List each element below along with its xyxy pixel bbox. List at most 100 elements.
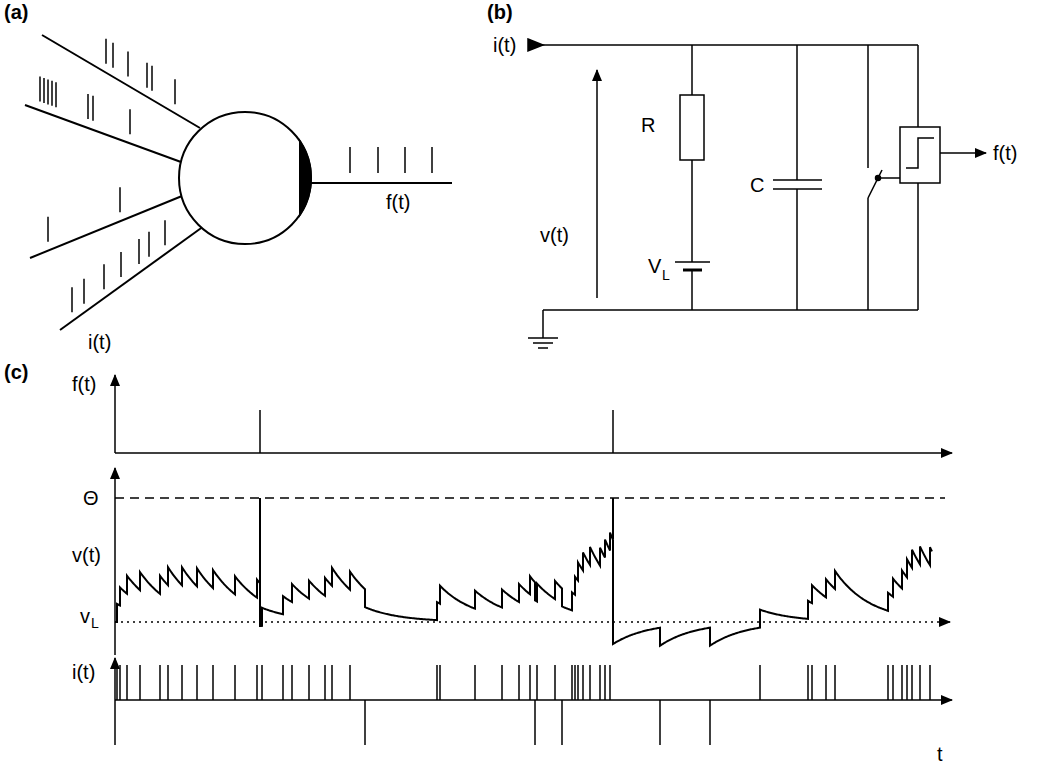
input-spike	[929, 665, 931, 700]
axis-name: v(t)	[72, 545, 101, 565]
battery-symbol	[675, 261, 710, 263]
input-spike	[196, 665, 198, 700]
input-spike	[119, 665, 121, 700]
input-spike	[554, 665, 556, 700]
signal-name: i(t)	[493, 35, 516, 55]
panel-letter: (b)	[487, 2, 513, 22]
input-spike	[148, 232, 150, 257]
panel-letter: (a)	[4, 2, 28, 22]
input-spike	[436, 665, 438, 700]
component-name: V	[648, 256, 661, 276]
input-spike	[127, 52, 129, 77]
top-wire	[528, 44, 918, 46]
input-spike	[43, 78, 45, 103]
input-spike	[87, 94, 89, 119]
input-spikes	[117, 665, 930, 745]
threshold-box	[900, 127, 940, 183]
wire	[691, 270, 693, 310]
wire	[917, 183, 919, 310]
wire	[796, 45, 798, 180]
input-spike	[39, 76, 41, 101]
input-spike	[561, 700, 563, 745]
threshold-name: Θ	[83, 488, 99, 508]
ground-symbol	[528, 337, 558, 339]
signal-name: v(t)	[540, 225, 569, 245]
input-spike	[709, 700, 711, 745]
input-spike	[911, 665, 913, 700]
axis	[114, 658, 116, 745]
input-spike	[47, 79, 49, 104]
input-spike	[604, 665, 606, 700]
axis-name: i(t)	[72, 662, 95, 682]
input-spike	[129, 109, 131, 134]
input-spike	[659, 700, 661, 745]
input-spike	[501, 665, 503, 700]
switch-symbol	[868, 170, 882, 198]
output-arrow	[940, 152, 986, 154]
input-spike	[324, 665, 326, 700]
rest-line	[115, 621, 950, 623]
input-spike	[474, 665, 476, 700]
threshold-line	[115, 497, 945, 499]
wire	[917, 45, 919, 127]
output-spikes	[350, 147, 432, 173]
input-spike	[174, 79, 176, 104]
input-spike	[901, 665, 903, 700]
dendrite	[25, 105, 181, 162]
input-spike	[151, 66, 153, 91]
input-spike	[126, 665, 128, 700]
output-spike	[404, 147, 406, 173]
bottom-wire	[543, 309, 918, 311]
wire	[796, 189, 798, 310]
ground-wire	[542, 310, 544, 338]
input-spike	[439, 665, 441, 700]
ground-symbol	[538, 347, 548, 349]
axon-line	[310, 182, 452, 184]
input-spike	[256, 665, 258, 700]
input-spike	[349, 665, 351, 700]
output-spike	[259, 410, 261, 453]
input-spike	[834, 665, 836, 700]
input-spike	[120, 252, 122, 277]
input-spike	[71, 287, 73, 312]
input-spike	[331, 665, 333, 700]
input-spike	[234, 665, 236, 700]
input-spike	[291, 665, 293, 700]
capacitor-symbol	[773, 179, 822, 181]
input-spike	[534, 700, 536, 745]
current-arrow	[528, 39, 543, 51]
step-symbol	[906, 138, 934, 168]
panel-letter: (c)	[4, 362, 28, 382]
component-name: R	[641, 115, 655, 135]
circuit-drawing	[528, 39, 986, 348]
input-spike	[83, 279, 85, 304]
input-spikes	[40, 39, 175, 313]
control-line	[878, 177, 900, 179]
output-spike	[349, 147, 351, 173]
input-spike	[112, 43, 114, 68]
axis	[115, 452, 952, 454]
resistor-symbol	[680, 95, 704, 160]
input-spike	[92, 96, 94, 121]
input-spike	[212, 665, 214, 700]
input-spike	[159, 665, 161, 700]
input-spike	[51, 81, 53, 106]
input-spike	[807, 665, 809, 700]
input-spike	[589, 665, 591, 700]
neuron-drawing	[25, 35, 452, 330]
input-spike	[119, 187, 121, 212]
input-spike	[164, 220, 166, 245]
input-spike	[308, 665, 310, 700]
input-spike	[577, 665, 579, 700]
input-spike	[105, 39, 107, 64]
wire	[691, 160, 693, 262]
wire	[867, 198, 869, 310]
signal-name: f(t)	[993, 143, 1017, 163]
axon-hillock	[300, 142, 311, 215]
input-spike	[609, 665, 611, 700]
input-spike	[906, 665, 908, 700]
input-spike	[364, 700, 366, 745]
ground-symbol	[533, 342, 553, 344]
